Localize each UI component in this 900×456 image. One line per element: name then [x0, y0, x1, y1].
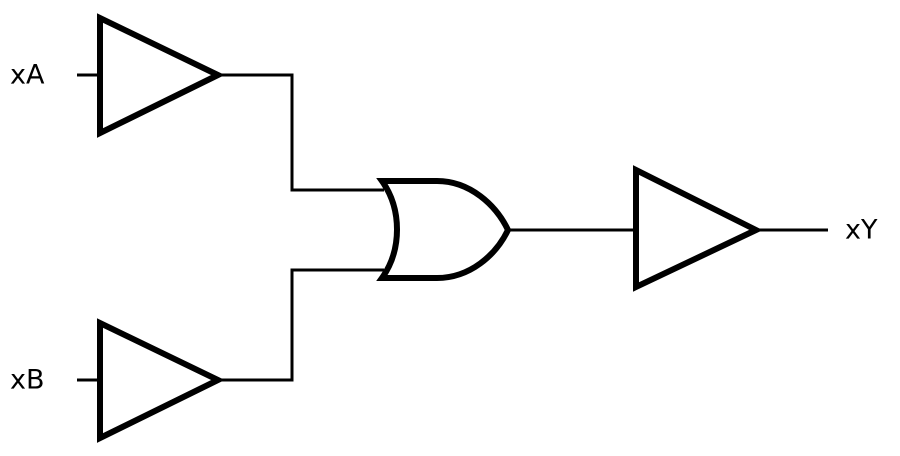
- buffer-gate-y[interactable]: [633, 165, 763, 292]
- label-group: xA xB xY: [10, 60, 878, 396]
- input-label-xa: xA: [10, 60, 45, 91]
- gate-group: [97, 13, 763, 443]
- wire-buffer-b-to-or: [218, 268, 384, 382]
- wire-buffer-a-to-or: [218, 73, 384, 192]
- or-gate[interactable]: [376, 178, 512, 281]
- output-label-xy: xY: [845, 215, 878, 246]
- buffer-gate-b[interactable]: [97, 318, 225, 443]
- buffer-gate-a[interactable]: [97, 13, 225, 138]
- input-label-xb: xB: [10, 365, 45, 396]
- wire-group: [77, 73, 828, 382]
